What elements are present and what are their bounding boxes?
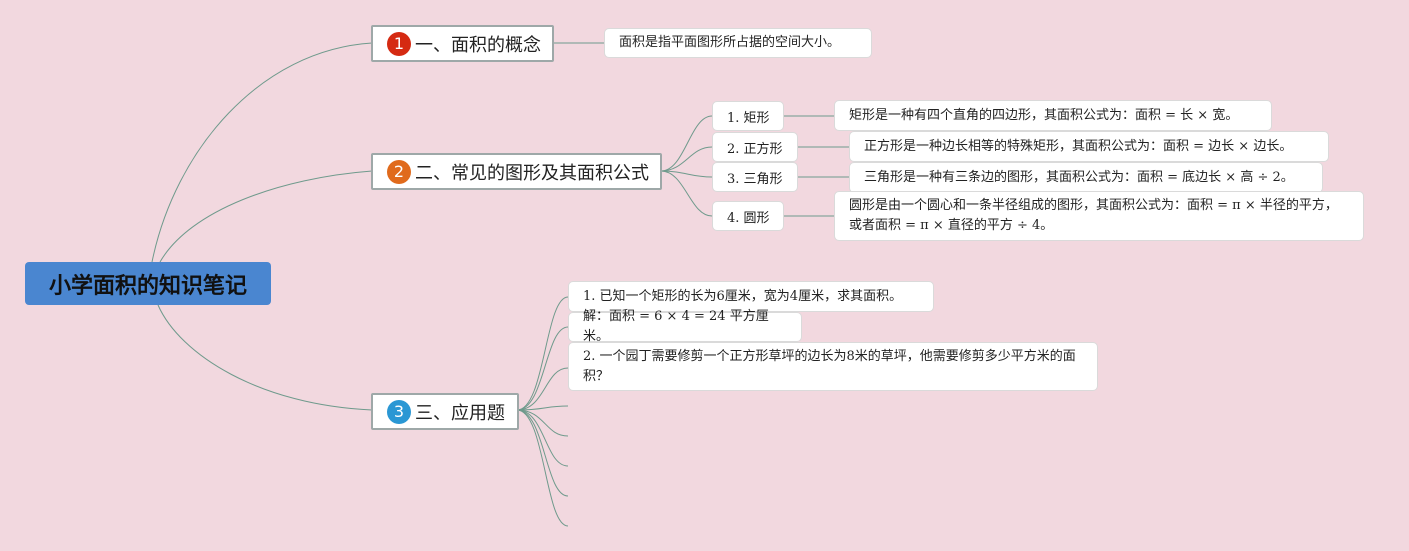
shape-triangle[interactable]: 3. 三角形 [712, 162, 798, 192]
branch-label: 一、面积的概念 [415, 34, 541, 56]
problem-2[interactable]: 2. 一个园丁需要修剪一个正方形草坪的边长为8米的草坪，他需要修剪多少平方米的面… [568, 342, 1098, 391]
shape-label: 3. 三角形 [727, 171, 783, 187]
number-badge: 3 [387, 399, 411, 424]
problem-1[interactable]: 1. 已知一个矩形的长为6厘米，宽为4厘米，求其面积。 [568, 281, 934, 312]
number-badge: 1 [387, 31, 411, 56]
shape-label: 1. 矩形 [727, 110, 770, 126]
shape-label: 4. 圆形 [727, 210, 770, 226]
root-topic[interactable]: 小学面积的知识笔记 [25, 262, 271, 305]
note-text: 面积是指平面图形所占据的空间大小。 [619, 35, 841, 50]
branch-label: 三、应用题 [415, 402, 505, 424]
solution-text: 解：面积 = 6 × 4 = 24 平方厘米。 [583, 309, 769, 344]
problem-1-solution[interactable]: 解：面积 = 6 × 4 = 24 平方厘米。 [568, 309, 802, 344]
rectangle-formula[interactable]: 矩形是一种有四个直角的四边形，其面积公式为：面积 = 长 × 宽。 [834, 100, 1272, 131]
formula-text: 正方形是一种边长相等的特殊矩形，其面积公式为：面积 = 边长 × 边长。 [864, 138, 1293, 154]
branch-common-shapes[interactable]: 2 二、常见的图形及其面积公式 [371, 153, 662, 190]
circle-formula[interactable]: 圆形是由一个圆心和一条半径组成的图形，其面积公式为：面积 = π × 半径的平方… [834, 191, 1364, 241]
square-formula[interactable]: 正方形是一种边长相等的特殊矩形，其面积公式为：面积 = 边长 × 边长。 [849, 131, 1329, 162]
branch-label: 二、常见的图形及其面积公式 [415, 162, 649, 184]
shape-rectangle[interactable]: 1. 矩形 [712, 101, 784, 131]
formula-text: 矩形是一种有四个直角的四边形，其面积公式为：面积 = 长 × 宽。 [849, 107, 1239, 123]
problem-text: 2. 一个园丁需要修剪一个正方形草坪的边长为8米的草坪，他需要修剪多少平方米的面… [583, 348, 1076, 384]
branch-area-concept[interactable]: 1 一、面积的概念 [371, 25, 554, 62]
shape-square[interactable]: 2. 正方形 [712, 132, 798, 162]
formula-text: 三角形是一种有三条边的图形，其面积公式为：面积 = 底边长 × 高 ÷ 2。 [864, 169, 1294, 185]
formula-text: 圆形是由一个圆心和一条半径组成的图形，其面积公式为：面积 = π × 半径的平方… [849, 198, 1338, 233]
note-area-definition[interactable]: 面积是指平面图形所占据的空间大小。 [604, 28, 872, 58]
number-badge: 2 [387, 159, 411, 184]
triangle-formula[interactable]: 三角形是一种有三条边的图形，其面积公式为：面积 = 底边长 × 高 ÷ 2。 [849, 162, 1323, 193]
shape-label: 2. 正方形 [727, 141, 783, 157]
branch-word-problems[interactable]: 3 三、应用题 [371, 393, 519, 430]
shape-circle[interactable]: 4. 圆形 [712, 201, 784, 231]
problem-text: 1. 已知一个矩形的长为6厘米，宽为4厘米，求其面积。 [583, 288, 903, 304]
